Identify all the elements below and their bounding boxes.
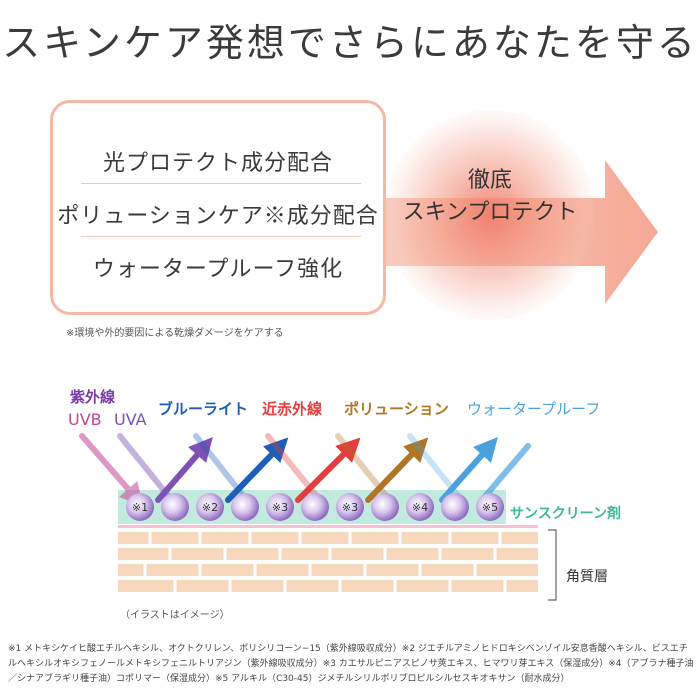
skin-diagram: ※1 ※2 ※3 ※3 ※4 ※5 xyxy=(79,433,557,601)
protect-line-1: 徹底 xyxy=(467,168,512,193)
illustration-note: （イラストはイメージ） xyxy=(120,610,230,621)
ingredient-balls xyxy=(126,493,504,521)
feature-pollution-care: ポリューションケア※成分配合 xyxy=(57,204,379,229)
sunscreen-label: サンスクリーン剤 xyxy=(510,506,622,522)
marker-1: ※1 xyxy=(132,501,148,514)
feature-waterproof: ウォータープルーフ強化 xyxy=(92,257,344,282)
feature-light-protect: 光プロテクト成分配合 xyxy=(102,151,333,176)
protect-text: 徹底 スキンプロテクト xyxy=(395,165,585,229)
marker-5: ※5 xyxy=(482,501,498,514)
label-uv: 紫外線 xyxy=(70,388,116,406)
label-uvb: UVB xyxy=(68,410,102,429)
footnotes: ※1 メトキシケイヒ酸エチルヘキシル、オクトクリレン、ポリシリコーン−15（紫外… xyxy=(8,644,694,684)
marker-2: ※2 xyxy=(202,501,218,514)
page-title: スキンケア発想でさらにあなたを守る xyxy=(2,21,698,65)
marker-3b: ※3 xyxy=(342,501,358,514)
divider xyxy=(81,183,361,184)
feature-box: 光プロテクト成分配合 ポリューションケア※成分配合 ウォータープルーフ強化 xyxy=(50,100,386,315)
stratum-label: 角質層 xyxy=(566,569,608,585)
marker-4: ※4 xyxy=(412,501,428,514)
label-near-infrared: 近赤外線 xyxy=(262,400,323,418)
marker-3a: ※3 xyxy=(272,501,288,514)
label-blue-light: ブルーライト xyxy=(158,400,249,418)
glow xyxy=(385,110,595,320)
protect-line-2: スキンプロテクト xyxy=(402,200,578,225)
divider xyxy=(81,236,361,237)
stratum-corneum xyxy=(118,532,538,592)
stratum-bracket xyxy=(548,529,557,601)
feature-note: ※環境や外的要因による乾燥ダメージをケアする xyxy=(66,328,284,339)
label-waterproof: ウォータープルーフ xyxy=(467,400,601,418)
label-uva: UVA xyxy=(114,410,147,429)
label-pollution: ポリューション xyxy=(344,400,449,418)
